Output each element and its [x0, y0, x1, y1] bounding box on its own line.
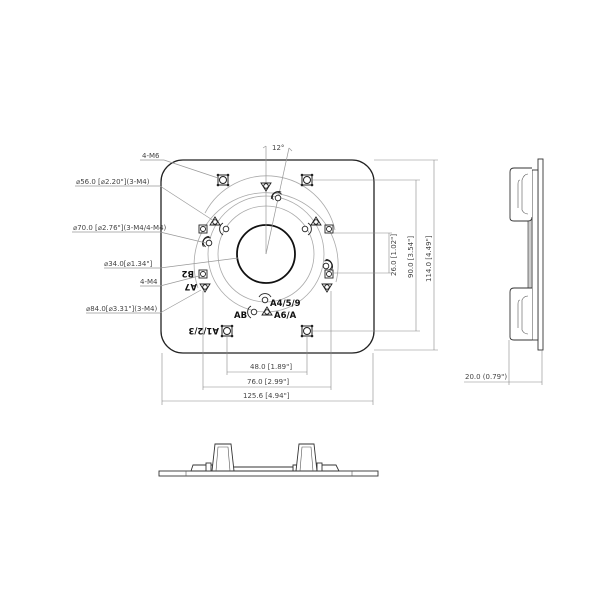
dim-depth: 20.0 (0.79") — [465, 373, 507, 381]
callout-d34: ⌀34.0[⌀1.34"] — [104, 260, 153, 268]
side-middle-rib — [527, 217, 533, 289]
tri-hole-top — [260, 182, 272, 192]
slot-hole-left-lower — [202, 235, 213, 248]
front-base-plate — [158, 470, 379, 477]
side-bracket-lower-inner — [517, 299, 521, 328]
side-bracket-upper-inner — [517, 179, 521, 208]
dim-h76: 76.0 [2.99"] — [247, 378, 289, 386]
pcd-arc-70 — [193, 192, 339, 289]
leader-d70 — [159, 231, 207, 244]
angle-tick-right — [288, 147, 293, 152]
dim-v26: 26.0 [1.02"] — [390, 234, 398, 276]
callout-d84: ⌀84.0[⌀3.31"](3-M4) — [86, 305, 157, 313]
tri-hole-a6a — [261, 306, 273, 316]
tri-hole-right-bottom — [321, 283, 333, 293]
front-boss-right-inner — [299, 446, 314, 472]
dim-v90: 90.0 [3.54"] — [407, 236, 415, 278]
side-base-plate — [537, 158, 544, 351]
slot-hole-right-lower — [322, 258, 333, 271]
slot-hole-ab — [247, 305, 258, 319]
dim-h125: 125.6 [4.94"] — [243, 392, 290, 400]
side-view: 20.0 (0.79") — [464, 158, 544, 385]
callout-d56: ⌀56.0 [⌀2.20"](3-M4) — [76, 178, 150, 186]
label-a123: A1/2/3 — [188, 325, 219, 335]
m4-hole-left — [198, 224, 208, 234]
front-middle-rib — [232, 466, 294, 472]
callout-m6: 4-M6 — [142, 152, 160, 160]
front-boss-left-inner — [215, 446, 231, 472]
angle-label: 12° — [272, 144, 284, 152]
leader-d34 — [159, 257, 239, 269]
side-bracket-upper — [509, 167, 533, 222]
label-a7: A7 — [184, 281, 197, 291]
front-clip-left — [205, 462, 212, 472]
m6-hole-bottom-left — [220, 324, 234, 338]
leader-d84 — [159, 289, 202, 314]
m4-hole-right — [324, 224, 334, 234]
front-boss-left — [211, 443, 235, 472]
dim-v114: 114.0 [4.49"] — [425, 235, 433, 282]
callout-d70: ⌀70.0 [⌀2.76"](3-M4/4-M4) — [73, 224, 167, 232]
slot-hole-left-upper — [219, 222, 230, 236]
label-b2: B2 — [182, 268, 194, 278]
callout-m4: 4-M4 — [140, 278, 158, 286]
label-a459: A4/5/9 — [270, 299, 301, 309]
m6-hole-top-left — [216, 173, 230, 187]
side-bracket-lower — [509, 287, 532, 341]
side-inner-plate — [531, 169, 539, 341]
slot-hole-a459 — [258, 293, 272, 304]
top-view: 12° — [72, 144, 438, 405]
front-clip-right — [316, 462, 323, 472]
angle-tick-left — [262, 145, 267, 149]
m4-hole-b2 — [198, 269, 208, 279]
pcd-arc-84 — [204, 175, 336, 231]
label-ab: AB — [234, 311, 247, 321]
tri-hole-right — [310, 216, 322, 226]
m4-hole-right-lower — [324, 269, 334, 279]
leader-m6 — [163, 159, 219, 179]
side-bracket-lower-slot — [521, 295, 529, 335]
side-bracket-upper-slot — [521, 173, 529, 215]
label-a6a: A6/A — [274, 311, 297, 321]
dim-h48: 48.0 [1.89"] — [250, 363, 292, 371]
leader-d56 — [159, 185, 215, 222]
slot-hole-right-upper — [301, 222, 312, 236]
slot-hole-top — [270, 191, 282, 202]
front-view — [158, 443, 379, 477]
tri-hole-a7 — [199, 283, 211, 293]
leader-m4 — [159, 275, 200, 287]
front-boss-right — [295, 443, 318, 472]
